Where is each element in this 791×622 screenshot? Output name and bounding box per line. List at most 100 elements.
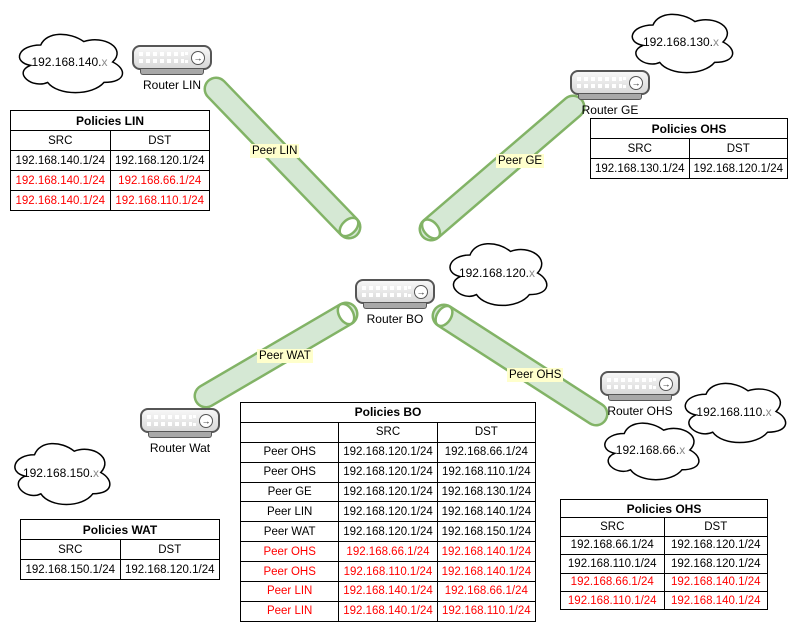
column-header: DST bbox=[109, 130, 210, 151]
cloud-network-66[interactable]: 192.168.66.x bbox=[598, 417, 703, 483]
table-cell: 192.168.140.1/24 bbox=[436, 561, 537, 583]
table-cell: 192.168.66.1/24 bbox=[338, 541, 438, 563]
column-header: DST bbox=[119, 539, 220, 560]
router-icon: → bbox=[132, 45, 212, 70]
router-led-dots bbox=[623, 77, 626, 88]
router-led-dots bbox=[408, 286, 411, 297]
arrow-icon: → bbox=[199, 413, 213, 428]
table-cell: 192.168.120.1/24 bbox=[338, 521, 438, 543]
router-ports bbox=[362, 286, 407, 297]
table-title: Policies OHS bbox=[560, 498, 768, 519]
router-ports bbox=[139, 52, 184, 63]
peer-wat-label[interactable]: Peer WAT bbox=[257, 349, 313, 363]
table-cell: 192.168.140.1/24 bbox=[10, 150, 111, 171]
table-cell: 192.168.66.1/24 bbox=[560, 535, 665, 556]
cloud-icon bbox=[625, 8, 737, 76]
network-label: 192.168.66.x bbox=[615, 443, 686, 457]
router-led-dots bbox=[185, 52, 188, 63]
table-cell: Peer WAT bbox=[239, 521, 340, 543]
table-cell: 192.168.140.1/24 bbox=[10, 170, 111, 191]
router-label: Router LIN bbox=[142, 78, 202, 92]
table-cell: 192.168.66.1/24 bbox=[436, 581, 537, 602]
router-base bbox=[148, 432, 212, 438]
table-cell: 192.168.130.1/24 bbox=[436, 481, 537, 503]
table-cell: 192.168.120.1/24 bbox=[338, 481, 438, 503]
peer-link-ge-tube[interactable] bbox=[418, 94, 586, 242]
network-label: 192.168.150.x bbox=[22, 465, 100, 480]
arrow-icon: → bbox=[629, 75, 643, 90]
router-base bbox=[608, 395, 672, 401]
table-cell: 192.168.110.1/24 bbox=[560, 590, 665, 611]
table-cell: 192.168.66.1/24 bbox=[436, 441, 537, 463]
router-label: Router GE bbox=[581, 103, 639, 117]
column-header: DST bbox=[436, 421, 537, 443]
network-label: 192.168.120.x bbox=[458, 266, 536, 280]
arrow-icon: → bbox=[659, 376, 673, 391]
router-ports bbox=[147, 415, 192, 426]
table-cell: 192.168.110.1/24 bbox=[560, 554, 665, 574]
table-cell: 192.168.120.1/24 bbox=[663, 554, 768, 574]
router-icon: → bbox=[570, 70, 650, 95]
table-cell: 192.168.120.1/24 bbox=[338, 461, 438, 483]
cloud-network-150[interactable]: 192.168.150.x bbox=[8, 437, 114, 508]
table-cell: 192.168.110.1/24 bbox=[338, 561, 438, 583]
router-lin[interactable]: → Router LIN bbox=[132, 45, 212, 92]
cloud-icon bbox=[598, 417, 703, 483]
router-wat[interactable]: → Router Wat bbox=[140, 408, 220, 455]
router-ge[interactable]: → Router GE bbox=[570, 70, 650, 117]
peer-link-lin-tube[interactable] bbox=[203, 76, 362, 240]
table-cell: Peer LIN bbox=[239, 581, 340, 602]
cloud-network-140[interactable]: 192.168.140.x bbox=[12, 28, 127, 96]
peer-ge-label[interactable]: Peer GE bbox=[496, 154, 545, 168]
network-label: 192.168.140.x bbox=[31, 55, 108, 69]
cloud-network-120[interactable]: 192.168.120.x bbox=[443, 237, 551, 309]
router-base bbox=[578, 94, 642, 100]
peer-link-ohs-tube[interactable] bbox=[431, 303, 609, 427]
table-cell: 192.168.140.1/24 bbox=[338, 600, 438, 622]
router-label: Router Wat bbox=[149, 441, 211, 455]
table-cell: 192.168.120.1/24 bbox=[688, 158, 788, 179]
cloud-network-130[interactable]: 192.168.130.x bbox=[625, 8, 737, 76]
arrow-icon: → bbox=[191, 50, 205, 65]
table-cell: 192.168.66.1/24 bbox=[560, 572, 665, 592]
arrow-icon: → bbox=[414, 284, 428, 299]
table-cell: 192.168.110.1/24 bbox=[109, 190, 210, 211]
column-header: SRC bbox=[560, 517, 665, 537]
router-icon: → bbox=[140, 408, 220, 433]
table-title: Policies BO bbox=[240, 402, 536, 423]
table-cell: 192.168.140.1/24 bbox=[663, 572, 768, 592]
table-title: Policies LIN bbox=[10, 110, 210, 131]
table-cell: 192.168.150.1/24 bbox=[20, 559, 121, 580]
router-bo[interactable]: → Router BO bbox=[355, 279, 435, 326]
table-cell: 192.168.130.1/24 bbox=[590, 158, 690, 179]
cloud-icon bbox=[443, 237, 551, 309]
router-label: Router BO bbox=[366, 312, 424, 326]
router-ohs[interactable]: → Router OHS bbox=[600, 371, 680, 418]
peer-lin-label[interactable]: Peer LIN bbox=[250, 144, 300, 158]
cloud-network-110[interactable]: 192.168.110.x bbox=[678, 377, 790, 446]
table-cell: 192.168.150.1/24 bbox=[436, 521, 537, 543]
peer-ohs-label[interactable]: Peer OHS bbox=[507, 368, 564, 382]
router-icon: → bbox=[600, 371, 680, 396]
table-cell: 192.168.140.1/24 bbox=[338, 581, 438, 602]
